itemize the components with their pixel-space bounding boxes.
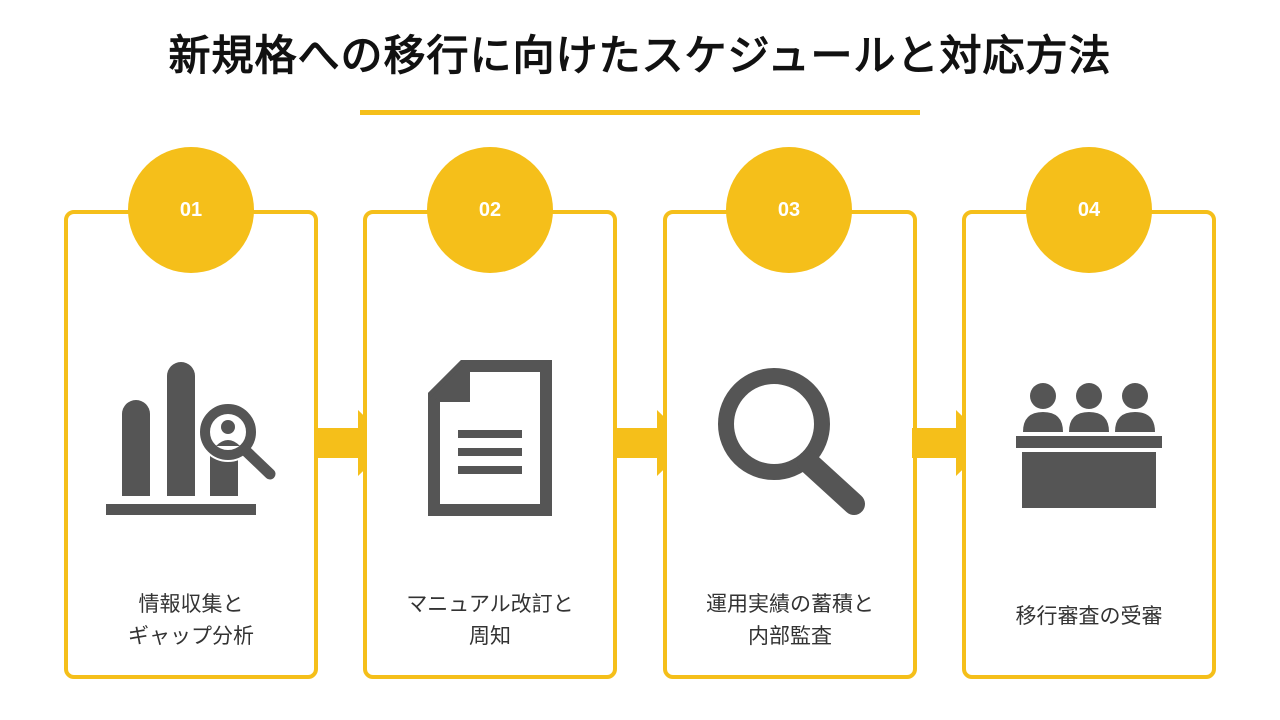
step-label-1: 情報収集と ギャップ分析 <box>64 588 318 652</box>
step-label-4: 移行審査の受審 <box>962 600 1216 632</box>
step-label-1-line1: 情報収集と <box>138 592 244 616</box>
step-number-badge-1: 01 <box>128 147 254 273</box>
bar-chart-magnifier-icon <box>106 362 276 515</box>
page-title: 新規格への移行に向けたスケジュールと対応方法 <box>168 31 1112 80</box>
title-underline <box>360 110 920 115</box>
magnifier-icon <box>718 368 865 515</box>
document-icon <box>430 362 550 514</box>
step-number-badge-2: 02 <box>427 147 553 273</box>
step-label-2-line2: 周知 <box>469 624 511 648</box>
document-border-icon <box>428 360 552 516</box>
step-label-3-line2: 内部監査 <box>748 624 832 648</box>
step-number-badge-4: 04 <box>1026 147 1152 273</box>
step-card-3 <box>663 210 917 679</box>
step-label-3: 運用実績の蓄積と 内部監査 <box>663 588 917 652</box>
step-number-badge-3: 03 <box>726 147 852 273</box>
step-label-2: マニュアル改訂と 周知 <box>363 588 617 652</box>
step-label-3-line1: 運用実績の蓄積と <box>706 592 874 616</box>
step-label-2-line1: マニュアル改訂と <box>406 592 574 616</box>
step-label-1-line2: ギャップ分析 <box>128 624 254 648</box>
step-label-4-line1: 移行審査の受審 <box>1015 604 1163 628</box>
audit-panel-icon <box>1016 383 1162 508</box>
